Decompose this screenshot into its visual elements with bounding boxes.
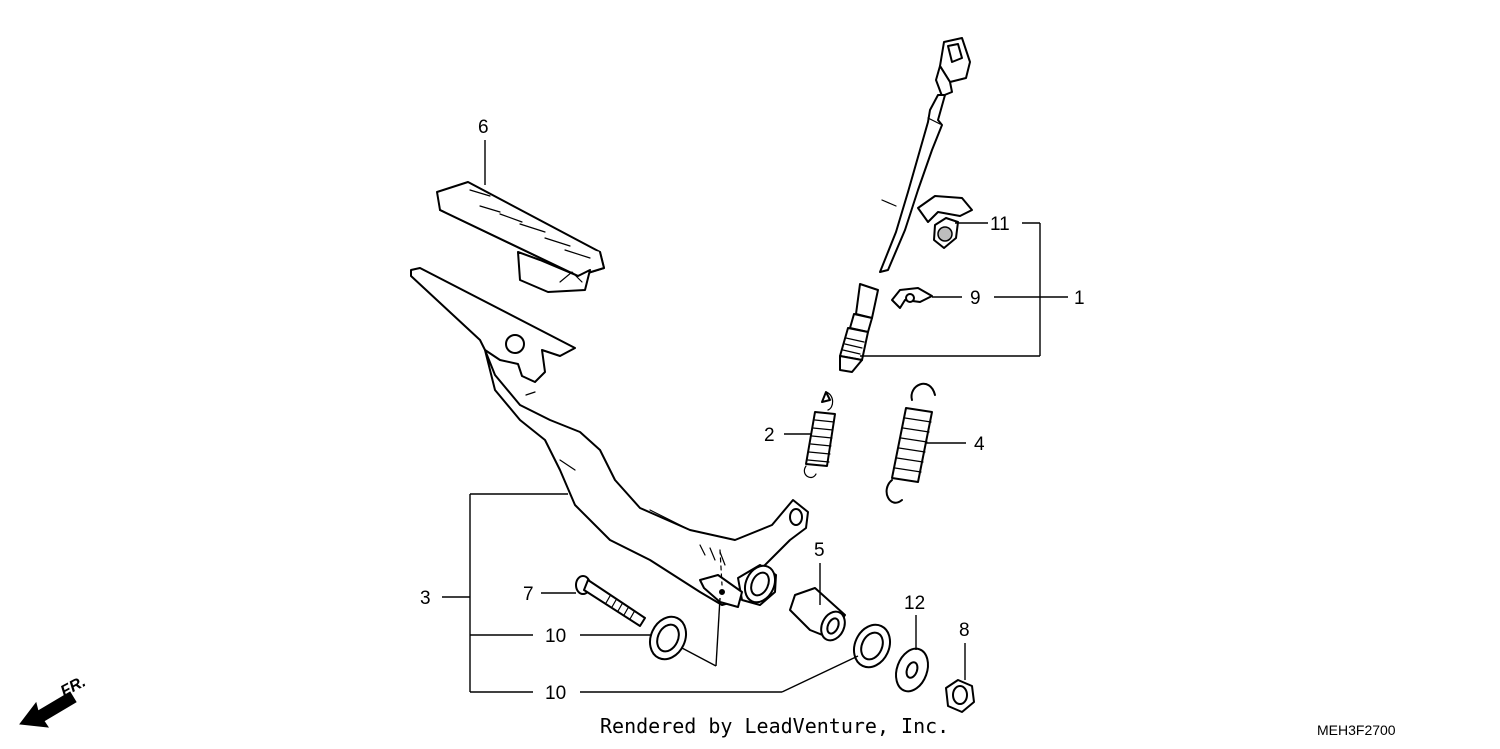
cable-clamp — [917, 195, 973, 249]
callout-10-lower: 10 — [545, 683, 566, 704]
callout-9: 9 — [970, 288, 981, 309]
callout-5: 5 — [814, 540, 825, 561]
diagram-code: MEH3F2700 — [1317, 722, 1396, 738]
switch-spring — [803, 391, 836, 478]
callout-1: 1 — [1074, 288, 1085, 309]
callout-10-upper: 10 — [545, 626, 566, 647]
front-direction-indicator: FR. — [19, 673, 89, 728]
callout-11: 11 — [990, 214, 1010, 235]
leader-lines — [442, 140, 1068, 693]
callout-3: 3 — [420, 588, 431, 609]
nut — [945, 679, 975, 713]
front-arrow-icon — [19, 691, 77, 728]
washer — [895, 647, 929, 693]
callout-7: 7 — [523, 584, 534, 605]
pedal-pad — [436, 181, 605, 293]
render-credit: Rendered by LeadVenture, Inc. — [600, 714, 950, 738]
brake-light-switch — [839, 37, 971, 373]
pivot-collar — [789, 587, 846, 642]
callout-labels: 1 2 3 4 5 6 7 8 9 10 10 11 12 — [420, 117, 1085, 704]
brake-pedal-arm — [410, 267, 809, 608]
callout-12: 12 — [904, 593, 925, 614]
clip — [891, 287, 933, 309]
return-spring — [885, 382, 936, 504]
callout-6: 6 — [478, 117, 489, 138]
callout-2: 2 — [764, 425, 775, 446]
dust-seal-right — [853, 623, 891, 669]
pivot-bolt — [575, 575, 646, 627]
dust-seal-left — [649, 615, 687, 661]
callout-4: 4 — [974, 434, 985, 455]
callout-8: 8 — [959, 620, 970, 641]
